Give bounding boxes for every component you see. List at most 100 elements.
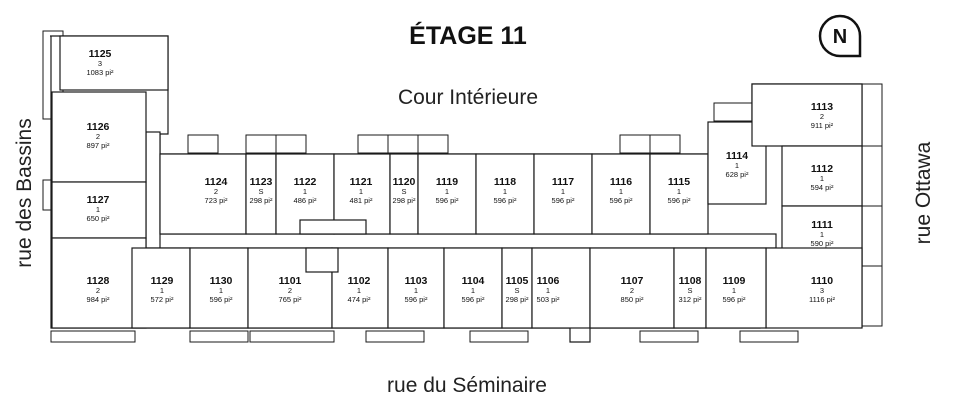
north-compass-icon: N [818, 14, 862, 58]
unit-number: 1119 [436, 176, 458, 188]
unit-number: 1103 [405, 275, 428, 287]
floor-title: ÉTAGE 11 [409, 21, 527, 50]
unit-area: 596 pi² [405, 295, 428, 304]
unit-number: 1106 [537, 275, 560, 287]
unit-type: 3 [820, 286, 824, 295]
unit-area: 596 pi² [668, 196, 691, 205]
unit-type: 2 [96, 286, 100, 295]
unit-number: 1122 [294, 176, 317, 188]
unit-type: 1 [445, 187, 449, 196]
unit-area: 1083 pi² [86, 68, 114, 77]
unit-area: 911 pi² [811, 121, 834, 130]
unit-type: 1 [96, 205, 100, 214]
unit-number: 1113 [811, 101, 833, 113]
unit-area: 594 pi² [811, 183, 834, 192]
unit-number: 1127 [87, 194, 110, 206]
unit-area: 312 pi² [679, 295, 702, 304]
unit-type: 1 [359, 187, 363, 196]
unit-area: 628 pi² [726, 170, 749, 179]
unit-number: 1120 [393, 176, 416, 188]
unit-number: 1118 [494, 176, 516, 188]
street-south-label: rue du Séminaire [387, 374, 547, 397]
unit-type: S [401, 187, 406, 196]
unit-type: 1 [219, 286, 223, 295]
unit-type: 1 [503, 187, 507, 196]
unit-type: 1 [820, 230, 824, 239]
unit-number: 1102 [348, 275, 371, 287]
unit-type: 1 [732, 286, 736, 295]
courtyard-label: Cour Intérieure [398, 86, 538, 109]
unit-number: 1114 [726, 150, 748, 162]
unit-number: 1130 [210, 275, 233, 287]
unit-number: 1105 [506, 275, 529, 287]
unit-area: 572 pi² [151, 295, 174, 304]
unit-type: 1 [414, 286, 418, 295]
unit-area: 298 pi² [250, 196, 273, 205]
unit-area: 596 pi² [462, 295, 485, 304]
unit-number: 1126 [87, 121, 110, 133]
unit-area: 897 pi² [87, 141, 110, 150]
unit-type: S [514, 286, 519, 295]
unit-number: 1125 [89, 48, 112, 60]
unit-area: 596 pi² [723, 295, 746, 304]
unit-type: 1 [677, 187, 681, 196]
unit-type: 2 [820, 112, 824, 121]
unit-area: 850 pi² [621, 295, 644, 304]
unit-area: 596 pi² [436, 196, 459, 205]
unit-area: 1116 pi² [809, 295, 835, 304]
unit-type: 1 [820, 174, 824, 183]
unit-type: 2 [630, 286, 634, 295]
unit-number: 1124 [205, 176, 228, 188]
unit-type: 1 [735, 161, 739, 170]
unit-number: 1117 [552, 176, 574, 188]
unit-number: 1112 [811, 163, 833, 175]
unit-number: 1129 [151, 275, 174, 287]
unit-type: S [687, 286, 692, 295]
street-west-label: rue des Bassins [13, 118, 36, 267]
unit-area: 298 pi² [506, 295, 529, 304]
unit-type: 2 [288, 286, 292, 295]
street-east-label: rue Ottawa [912, 141, 935, 244]
unit-number: 1110 [811, 275, 833, 287]
unit-area: 723 pi² [205, 196, 228, 205]
unit-number: 1107 [621, 275, 644, 287]
unit-area: 596 pi² [552, 196, 575, 205]
unit-number: 1128 [87, 275, 110, 287]
unit-area: 765 pi² [279, 295, 302, 304]
unit-type: 1 [160, 286, 164, 295]
balconies [42, 30, 883, 343]
unit-type: 1 [357, 286, 361, 295]
unit-type: S [258, 187, 263, 196]
unit-area: 650 pi² [87, 214, 110, 223]
unit-area: 481 pi² [350, 196, 373, 205]
unit-type: 1 [471, 286, 475, 295]
unit-number: 1116 [610, 176, 632, 188]
unit-number: 1109 [723, 275, 746, 287]
unit-number: 1121 [350, 176, 373, 188]
unit-area: 596 pi² [494, 196, 517, 205]
unit-number: 1104 [462, 275, 485, 287]
unit-number: 1111 [811, 219, 833, 231]
